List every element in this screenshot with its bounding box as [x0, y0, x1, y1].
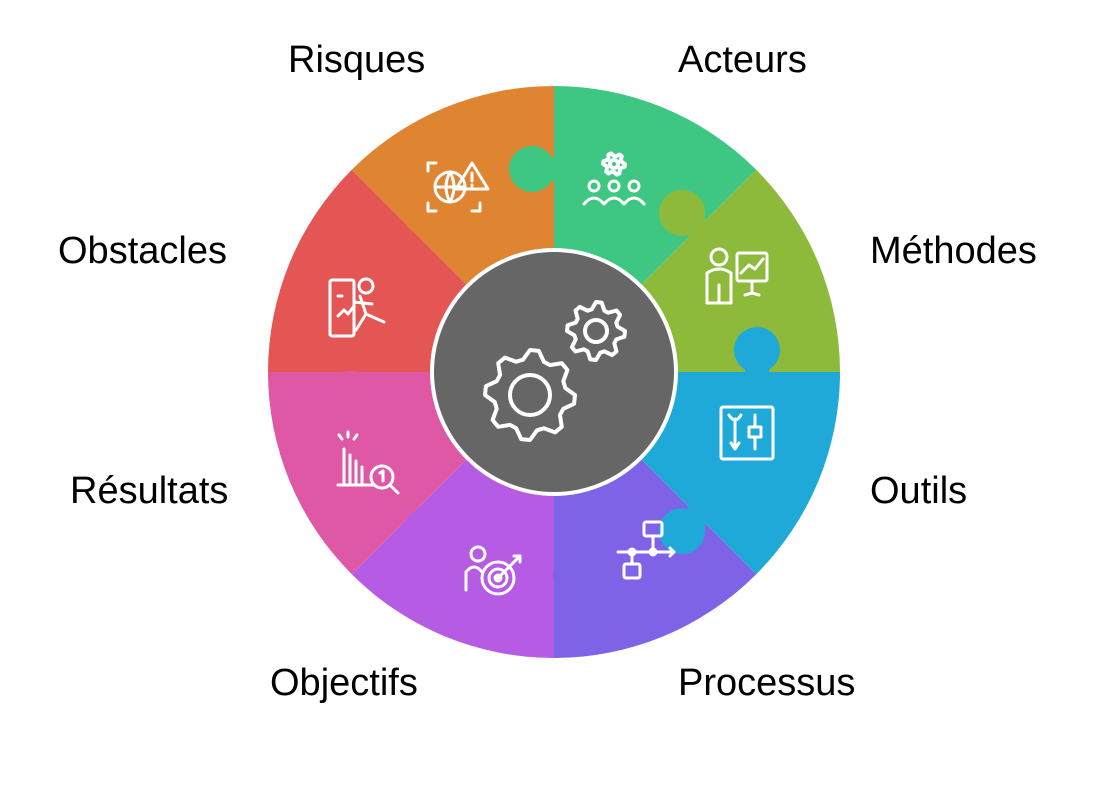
label-outils: Outils [870, 470, 968, 512]
puzzle-tab [328, 371, 374, 417]
chart-magnifier-icon [336, 430, 400, 495]
label-risques: Risques [288, 39, 426, 81]
center-hub [430, 248, 678, 496]
puzzle-tab [403, 508, 450, 555]
people-gear-icon [582, 151, 646, 206]
hub-disc [434, 252, 674, 492]
presenter-chart-icon [705, 247, 769, 305]
label-processus: Processus [678, 662, 856, 704]
flowchart-icon [616, 520, 676, 580]
toolbox-icon [719, 405, 775, 461]
puzzle-tab [658, 508, 705, 555]
label-resultats: Résultats [70, 470, 229, 512]
person-stumble-icon [328, 277, 386, 338]
label-acteurs: Acteurs [678, 39, 807, 81]
puzzle-tab [509, 146, 555, 192]
segment-icons [328, 151, 775, 596]
risk-warning-icon [426, 161, 490, 213]
puzzle-tab [553, 552, 599, 598]
puzzle-tab [734, 327, 780, 373]
gears-icon [483, 300, 627, 442]
person-target-icon [464, 545, 522, 596]
puzzle-tab [658, 189, 705, 236]
label-methodes: Méthodes [870, 230, 1037, 272]
label-objectifs: Objectifs [270, 662, 418, 704]
puzzle-tab [403, 189, 450, 236]
label-obstacles: Obstacles [58, 230, 227, 272]
